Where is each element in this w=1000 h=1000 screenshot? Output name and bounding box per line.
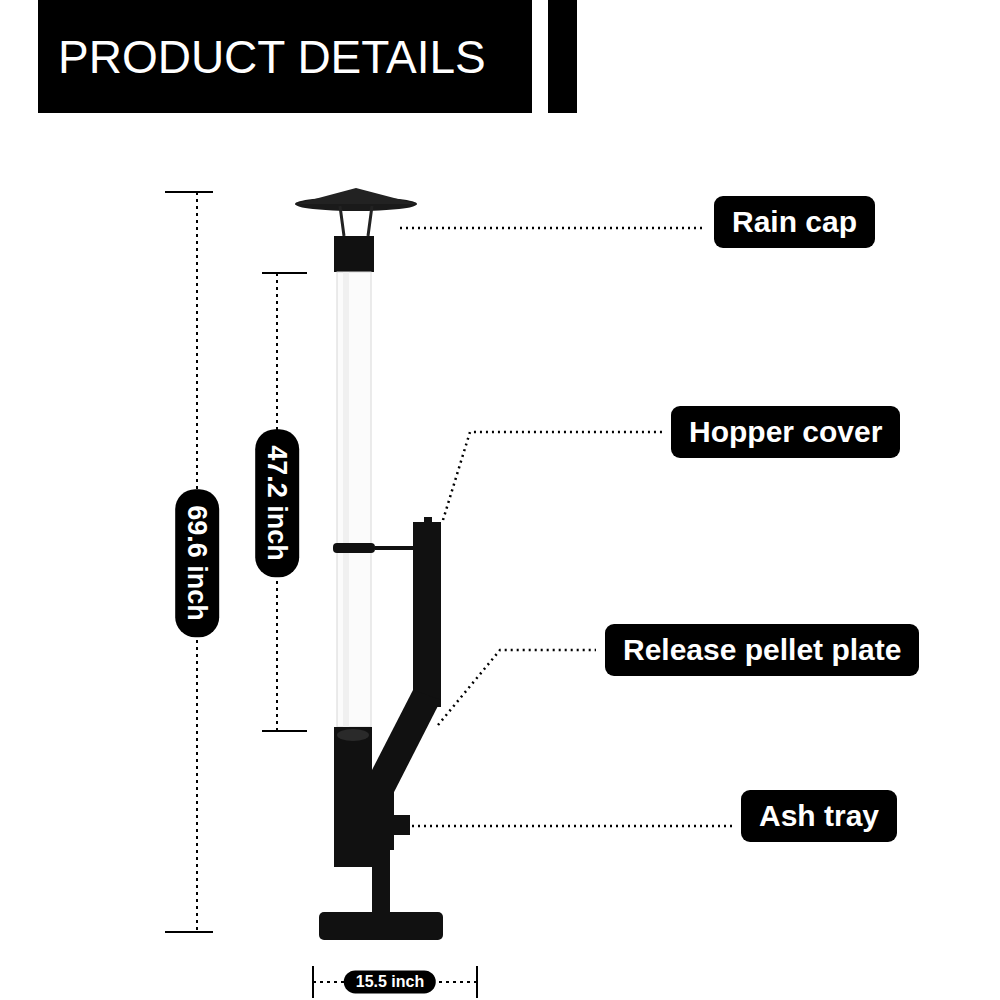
callout-box: Hopper cover xyxy=(671,406,900,458)
title-banner: PRODUCT DETAILS xyxy=(38,0,532,113)
callout-label: Hopper cover xyxy=(689,414,882,450)
callout-box: Ash tray xyxy=(741,790,897,842)
pellet-stove xyxy=(295,188,443,940)
dimension-label: 69.6 inch xyxy=(175,489,219,637)
dimension-label: 15.5 inch xyxy=(344,970,436,993)
callout-label: Release pellet plate xyxy=(623,632,901,668)
banner-bar xyxy=(548,0,577,113)
dimension-label: 47.2 inch xyxy=(255,429,299,577)
callout-box: Rain cap xyxy=(714,196,875,248)
callout-box: Release pellet plate xyxy=(605,624,919,676)
dimension-lines xyxy=(165,192,477,998)
leader-lines xyxy=(400,228,732,826)
callout-label: Ash tray xyxy=(759,798,879,834)
callout-label: Rain cap xyxy=(732,204,857,240)
